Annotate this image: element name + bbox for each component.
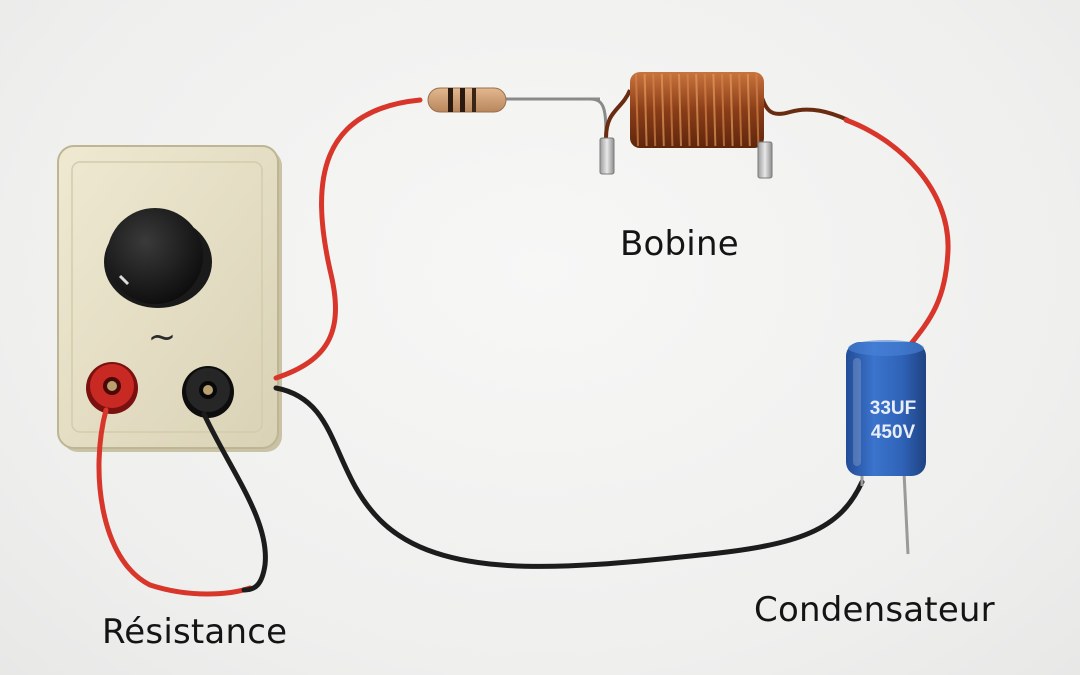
inductor-label: Bobine bbox=[620, 224, 739, 264]
black-lead-loop bbox=[201, 411, 268, 593]
red-lead-loop bbox=[96, 407, 253, 597]
capacitance-marking: 33UF bbox=[870, 398, 916, 419]
capacitor-label: Condensateur bbox=[754, 590, 995, 630]
inductor-coil bbox=[604, 72, 849, 148]
black-wire-source-to-capacitor bbox=[273, 385, 865, 569]
red-wire-source-to-resistor bbox=[273, 97, 423, 381]
voltage-marking: 450V bbox=[871, 422, 916, 443]
red-terminal[interactable] bbox=[86, 362, 138, 414]
ac-symbol: ~ bbox=[148, 317, 177, 357]
ac-source-box bbox=[57, 145, 282, 452]
resistor-label: Résistance bbox=[102, 612, 288, 652]
knob[interactable] bbox=[104, 208, 212, 308]
capacitor: 33UF 450V bbox=[846, 340, 926, 555]
coil-turns bbox=[635, 73, 760, 147]
black-terminal[interactable] bbox=[182, 366, 234, 418]
resistor bbox=[427, 87, 608, 141]
coil-pins bbox=[599, 137, 773, 179]
red-wire-coil-to-capacitor bbox=[843, 117, 951, 348]
